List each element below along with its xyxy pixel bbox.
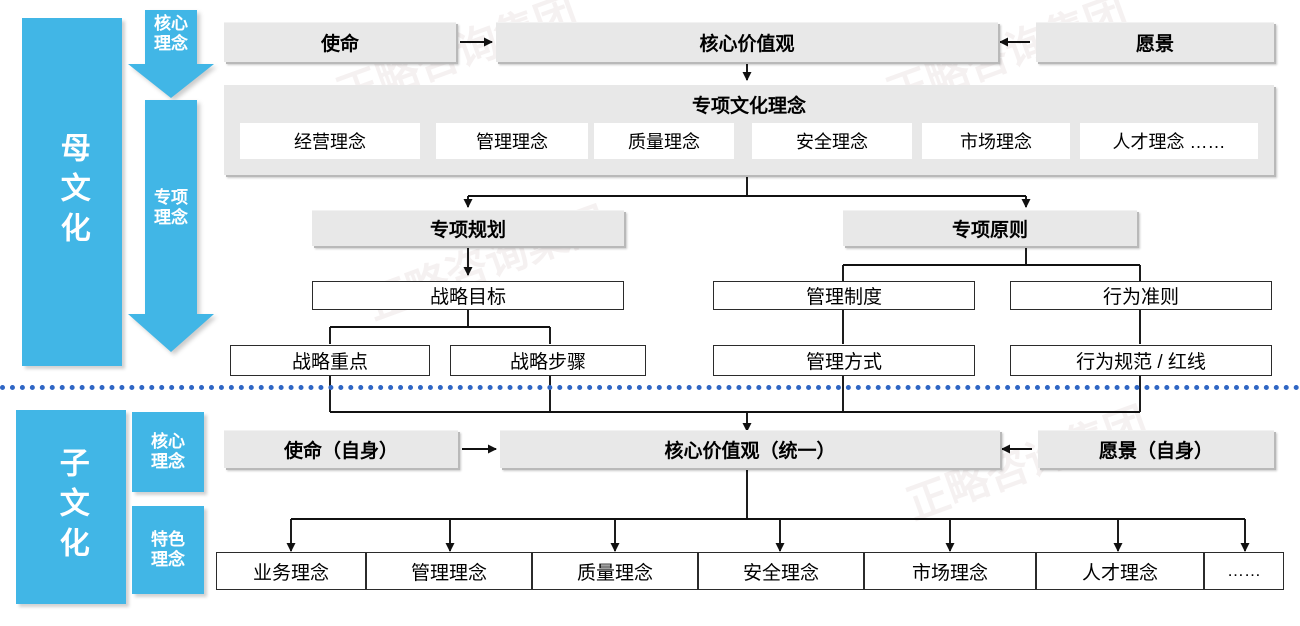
child-core-idea-tag: 核心 理念 (132, 412, 204, 492)
child-idea-box[interactable]: 安全理念 (698, 552, 864, 590)
special-culture-panel: 专项文化理念 经营理念 管理理念 质量理念 安全理念 市场理念 人才理念 …… (224, 85, 1274, 175)
parent-culture-label-text: 母文化 (55, 132, 89, 252)
special-principle-label: 专项原则 (951, 220, 1028, 241)
child-idea-box[interactable]: 业务理念 (216, 552, 366, 590)
child-culture-label-text: 子文化 (54, 447, 88, 567)
special-culture-item[interactable]: 质量理念 (594, 123, 734, 159)
section-divider (0, 385, 1300, 390)
child-idea-label: 管理理念 (410, 562, 487, 584)
special-culture-item-label: 人才理念 …… (1112, 132, 1226, 152)
strategy-focus-label: 战略重点 (291, 352, 368, 373)
special-idea-arrow: 专项 理念 (128, 100, 214, 352)
strategy-goal-box[interactable]: 战略目标 (312, 281, 624, 310)
child-vision-box[interactable]: 愿景（自身） (1038, 430, 1274, 468)
child-idea-label: …… (1227, 561, 1261, 580)
core-idea-arrow: 核心 理念 (128, 10, 214, 98)
special-culture-item[interactable]: 经营理念 (240, 123, 420, 159)
strategy-steps-box[interactable]: 战略步骤 (450, 345, 646, 376)
special-culture-item-label: 经营理念 (294, 132, 366, 152)
child-mission-box[interactable]: 使命（自身） (224, 430, 458, 468)
mgmt-method-box[interactable]: 管理方式 (713, 345, 975, 376)
parent-mission-box[interactable]: 使命 (224, 22, 456, 62)
child-idea-label: 业务理念 (252, 562, 329, 584)
child-idea-box[interactable]: 市场理念 (864, 552, 1036, 590)
special-culture-item-label: 安全理念 (796, 132, 868, 152)
child-feature-idea-line1: 特色 (151, 529, 185, 549)
special-culture-title: 专项文化理念 (691, 96, 806, 117)
child-core-idea-line1: 核心 (151, 431, 185, 451)
child-idea-label: 质量理念 (576, 562, 653, 584)
child-idea-box[interactable]: 人才理念 (1036, 552, 1204, 590)
parent-core-values-label: 核心价值观 (699, 34, 795, 55)
conduct-norm-box[interactable]: 行为准则 (1010, 281, 1272, 310)
child-core-values-label: 核心价值观（统一） (664, 441, 836, 462)
child-idea-label: 市场理念 (911, 562, 988, 584)
conduct-norm-label: 行为准则 (1102, 287, 1179, 308)
parent-culture-label: 母文化 (22, 18, 122, 366)
child-idea-label: 安全理念 (742, 562, 819, 584)
parent-vision-label: 愿景 (1135, 34, 1174, 55)
special-principle-box[interactable]: 专项原则 (843, 210, 1137, 246)
child-culture-label: 子文化 (16, 410, 126, 604)
parent-core-values-box[interactable]: 核心价值观 (496, 22, 998, 62)
child-vision-label: 愿景（自身） (1098, 441, 1213, 462)
mgmt-system-box[interactable]: 管理制度 (713, 281, 975, 310)
conduct-rules-label: 行为规范 / 红线 (1076, 352, 1206, 373)
special-culture-item[interactable]: 安全理念 (752, 123, 912, 159)
child-idea-box[interactable]: …… (1204, 552, 1284, 590)
child-core-idea-line2: 理念 (151, 452, 185, 471)
special-plan-label: 专项规划 (429, 220, 506, 241)
strategy-focus-box[interactable]: 战略重点 (230, 345, 430, 376)
special-culture-item-label: 市场理念 (960, 132, 1032, 152)
parent-mission-label: 使命 (320, 34, 359, 55)
child-idea-box[interactable]: 质量理念 (532, 552, 698, 590)
special-culture-item[interactable]: 人才理念 …… (1080, 123, 1258, 159)
special-culture-item-label: 质量理念 (628, 132, 700, 152)
child-idea-box[interactable]: 管理理念 (366, 552, 532, 590)
special-culture-item-label: 管理理念 (476, 132, 548, 152)
mgmt-system-label: 管理制度 (805, 287, 882, 308)
child-core-values-box[interactable]: 核心价值观（统一） (500, 430, 1000, 468)
strategy-steps-label: 战略步骤 (509, 352, 586, 373)
parent-vision-box[interactable]: 愿景 (1036, 22, 1274, 62)
child-mission-label: 使命（自身） (283, 441, 398, 462)
child-feature-idea-tag: 特色 理念 (132, 506, 204, 594)
special-culture-item[interactable]: 管理理念 (436, 123, 588, 159)
special-plan-box[interactable]: 专项规划 (312, 210, 624, 246)
conduct-rules-box[interactable]: 行为规范 / 红线 (1010, 345, 1272, 376)
strategy-goal-label: 战略目标 (429, 287, 506, 308)
child-idea-label: 人才理念 (1081, 562, 1158, 584)
child-feature-idea-line2: 理念 (151, 550, 185, 569)
special-culture-item[interactable]: 市场理念 (922, 123, 1070, 159)
mgmt-method-label: 管理方式 (805, 352, 882, 373)
